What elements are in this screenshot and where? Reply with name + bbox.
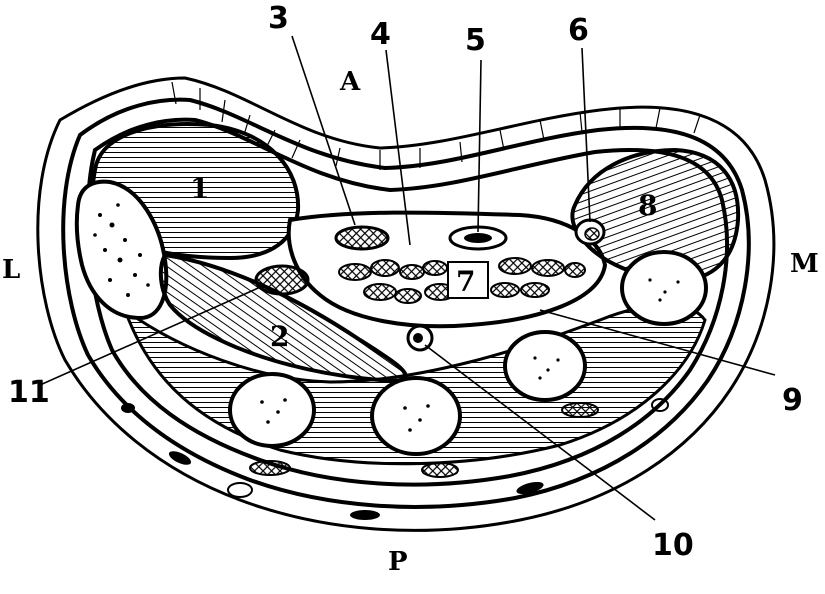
structure-6-inner (584, 227, 600, 241)
subcutaneous-outline (61, 97, 751, 509)
orientation-lateral: L (2, 255, 20, 285)
orientation-medial: M (790, 249, 819, 279)
label-2: 2 (270, 320, 289, 353)
label-8: 8 (638, 189, 657, 222)
node-11 (254, 264, 310, 296)
label-9: 9 (782, 383, 803, 418)
orientation-anterior: A (339, 67, 361, 97)
label-11: 11 (8, 375, 50, 410)
label-10: 10 (652, 528, 694, 563)
vessel-cluster-7 (338, 257, 586, 304)
leader-lines (39, 35, 776, 521)
label-7: 7 (456, 265, 475, 298)
bone-marrow-texture (93, 203, 150, 297)
label-5: 5 (465, 23, 486, 58)
tendon-texture (260, 278, 680, 432)
structure-10-core (413, 333, 423, 343)
skin-striations (171, 81, 701, 170)
orientation-posterior: P (388, 547, 408, 577)
vessel-5-lumen (464, 233, 492, 243)
label-7-box (447, 261, 489, 299)
label-6: 6 (568, 13, 589, 48)
label-4: 4 (370, 17, 391, 52)
vessel-3 (334, 225, 390, 251)
round-tendons (228, 250, 708, 456)
label-3: 3 (268, 1, 289, 36)
label-1: 1 (190, 172, 209, 205)
muscle-2 (158, 252, 408, 383)
deep-fascia (85, 117, 729, 487)
